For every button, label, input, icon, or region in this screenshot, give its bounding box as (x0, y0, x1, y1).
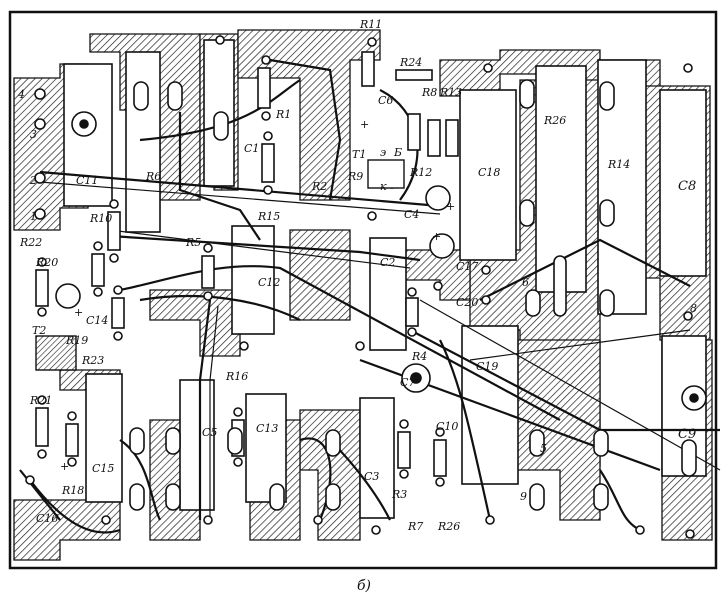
label-c12: C12 (258, 276, 280, 289)
label-r24: R24 (399, 56, 422, 69)
label-c9: C9 (678, 427, 696, 442)
label-r16: R16 (225, 370, 248, 383)
label-r14: R14 (607, 158, 630, 171)
label-plus-c14: + (74, 306, 83, 319)
label-r8: R8 (421, 86, 437, 99)
label-c11: C11 (76, 174, 98, 187)
t2-body (35, 335, 77, 371)
resistors (35, 51, 459, 477)
label-r13: R13 (439, 86, 462, 99)
label-c13: C13 (256, 422, 278, 435)
label-r12: R12 (409, 166, 432, 179)
label-plus-c17: + (432, 230, 441, 243)
label-n9: 9 (520, 490, 527, 503)
c5-body (179, 379, 215, 511)
label-r20: R20 (35, 256, 58, 269)
board-outline (8, 10, 718, 570)
c15-body (85, 373, 123, 503)
t1-body (367, 159, 405, 189)
label-c10: C10 (436, 420, 458, 433)
label-c8: C8 (678, 179, 696, 194)
slot-pads (129, 79, 697, 511)
label-r22: R22 (19, 236, 42, 249)
label-r7: R7 (407, 520, 423, 533)
label-c17: C17 (456, 260, 478, 273)
label-r26b: R26 (437, 520, 460, 533)
label-c1: C1 (244, 142, 259, 155)
label-r4: R4 (411, 350, 427, 363)
label-r11: R11 (359, 18, 382, 31)
figure-caption: б) (356, 578, 371, 594)
label-plus-c4: + (446, 200, 455, 213)
c19-body (461, 325, 519, 485)
label-c6: C6 (378, 94, 393, 107)
label-r10: R10 (89, 212, 112, 225)
label-c2: C2 (380, 256, 395, 269)
label-n6: 6 (522, 276, 529, 289)
label-pin3: 3 (30, 128, 37, 141)
label-c4: C4 (404, 208, 419, 221)
label-c14: C14 (86, 314, 108, 327)
label-n8: 8 (690, 302, 697, 315)
label-r2: R2 (311, 180, 327, 193)
label-pin1: 1 (30, 210, 37, 223)
label-r23: R23 (81, 354, 104, 367)
label-c20: C20 (456, 296, 478, 309)
label-r21: R21 (29, 394, 52, 407)
r26-body (535, 65, 587, 293)
component-labels: R1 R2 R3 R4 R5 R6 R7 R8 R9 R10 R11 R12 R… (17, 18, 697, 533)
label-r5: R5 (185, 236, 201, 249)
r6-body (125, 51, 161, 233)
round-pads (25, 35, 707, 539)
label-r19: R19 (65, 334, 88, 347)
label-r15: R15 (257, 210, 280, 223)
label-t1-base: Б (393, 146, 402, 159)
label-c7: C7 (400, 376, 415, 389)
label-r9: R9 (347, 170, 363, 183)
label-pin4: 4 (17, 88, 25, 101)
c18-body (459, 89, 517, 261)
label-t1: T1 (352, 148, 366, 161)
label-r26a: R26 (543, 114, 566, 127)
label-plus-c15: + (60, 460, 69, 473)
label-c18: C18 (478, 166, 500, 179)
label-t1-emitter: э (380, 146, 386, 159)
traces (19, 58, 721, 534)
label-r1: R1 (275, 108, 291, 121)
label-c16: C16 (36, 512, 58, 525)
label-t2: T2 (32, 324, 46, 337)
label-plus-c6: + (360, 118, 369, 131)
c3-body (359, 397, 395, 519)
c8-body (659, 89, 707, 277)
label-pin2: 2 (29, 174, 37, 187)
label-c5: C5 (202, 426, 217, 439)
label-n5: 5 (540, 442, 547, 455)
label-c15: C15 (92, 462, 114, 475)
label-t1-collector: к (380, 180, 387, 193)
label-r6: R6 (145, 170, 161, 183)
label-c3: C3 (364, 470, 379, 483)
label-r3: R3 (391, 488, 407, 501)
label-c19: C19 (476, 360, 498, 373)
label-r18: R18 (61, 484, 84, 497)
